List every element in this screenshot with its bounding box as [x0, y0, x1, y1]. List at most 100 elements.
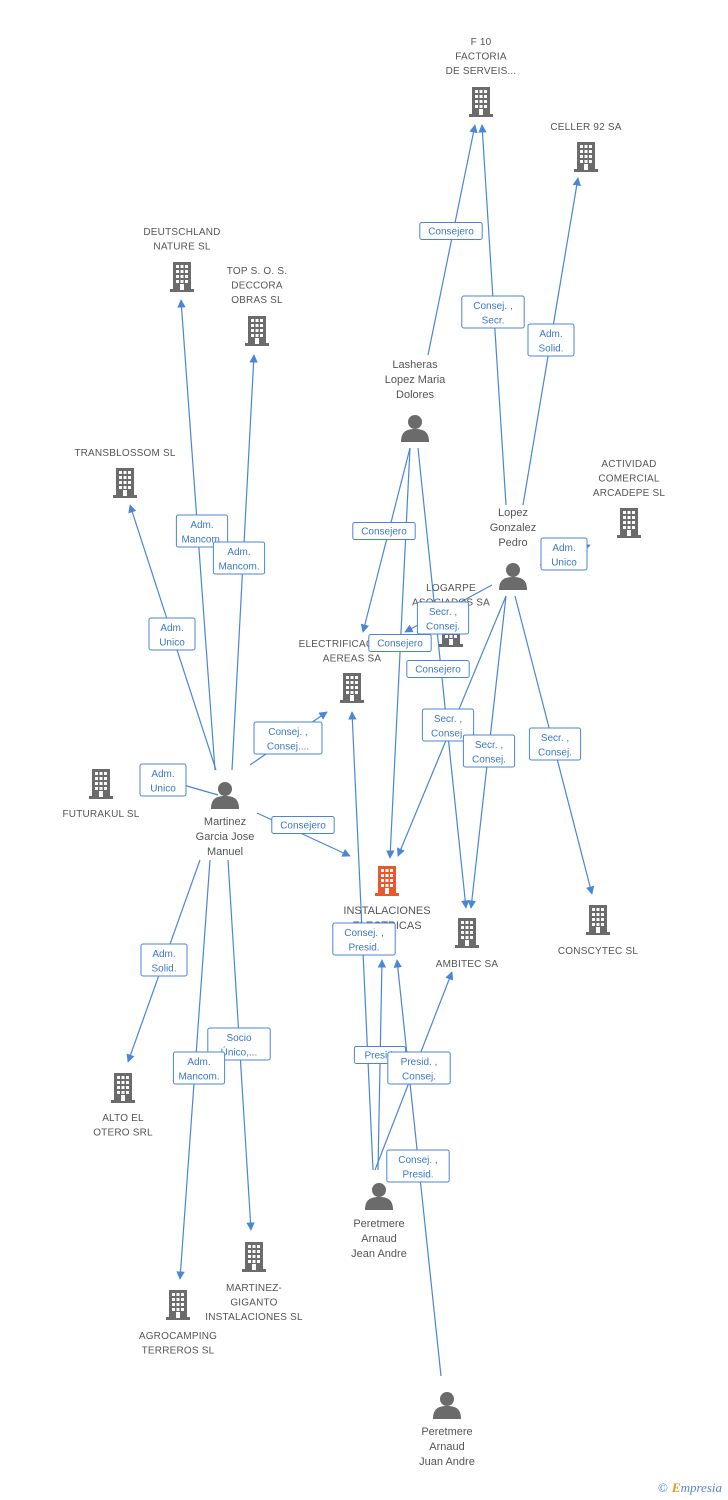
building-icon	[242, 1242, 266, 1272]
edge-label-box	[332, 922, 396, 956]
building-icon	[245, 316, 269, 346]
node-label: Lasheras	[392, 359, 438, 371]
node-label: Juan Andre	[419, 1456, 475, 1468]
node-label: NATURE SL	[153, 242, 210, 253]
node-label: Lopez Maria	[385, 374, 446, 386]
edge-label-e6[interactable]: Consejero	[352, 522, 416, 540]
edge-label-text: Consej.	[472, 755, 506, 766]
building-icon	[170, 262, 194, 292]
edge-label-e9[interactable]: Secr. ,Consej.	[416, 601, 470, 635]
edge-label-e24[interactable]: Consej. ,Presid.	[386, 1149, 450, 1183]
edge-label-e23[interactable]: Presid. , Consej.	[387, 1051, 451, 1085]
company-node-futurakul[interactable]: FUTURAKUL SL	[62, 769, 140, 820]
edge-label-text: Presid. ,	[401, 1057, 438, 1068]
company-node-transblossom[interactable]: TRANSBLOSSOM SL	[74, 448, 176, 498]
node-label: Martinez	[204, 816, 246, 828]
node-label: OTERO SRL	[93, 1128, 153, 1139]
edge-label-text: Solid.	[151, 964, 176, 975]
edge-label-text: Consejero	[280, 821, 326, 832]
edge-label-text: Consej.	[402, 1072, 436, 1083]
node-label: Peretmere	[353, 1218, 404, 1230]
edge-label-text: Adm.	[160, 623, 183, 634]
edge-label-e13[interactable]: Secr. ,Consej.	[421, 708, 475, 742]
company-node-conscytec[interactable]: CONSCYTEC SL	[558, 905, 638, 957]
edge-label-e4[interactable]: Adm.Mancom.	[175, 514, 229, 548]
node-label: DECCORA	[231, 281, 283, 292]
edge-label-text: Presid.	[348, 943, 379, 954]
edge-label-e16[interactable]: Adm.Unico	[139, 763, 187, 797]
company-node-celler[interactable]: CELLER 92 SA	[550, 122, 622, 172]
edge-label-e18[interactable]: Consej. ,Presid.	[332, 922, 396, 956]
edge-label-box	[419, 222, 483, 240]
edge-label-text: Consej. ,	[473, 301, 512, 312]
node-label: MARTINEZ-	[226, 1283, 282, 1294]
edge-label-e1[interactable]: Consejero	[419, 222, 483, 240]
company-node-ambitec[interactable]: AMBITEC SA	[436, 918, 499, 970]
building-icon	[469, 87, 493, 117]
edge-label-e19[interactable]: Adm.Solid.	[140, 943, 188, 977]
edge-label-e5[interactable]: Adm.Mancom.	[212, 541, 266, 575]
edge-label-box	[386, 1149, 450, 1183]
node-label: Arnaud	[361, 1233, 396, 1245]
edge-label-e3[interactable]: Adm.Solid.	[527, 323, 575, 357]
building-icon	[166, 1290, 190, 1320]
edge-label-box	[368, 634, 432, 652]
edge-label-box	[175, 514, 229, 548]
edge-label-e7[interactable]: Adm.Unico	[148, 617, 196, 651]
edge-label-e11[interactable]: Consejero	[406, 660, 470, 678]
company-node-instalaciones[interactable]: INSTALACIONESELECTRICAS	[343, 866, 431, 932]
node-label: CONSCYTEC SL	[558, 946, 638, 957]
edge-label-text: Consej.	[426, 622, 460, 633]
edge-label-box	[271, 816, 335, 834]
person-icon	[401, 415, 429, 442]
node-label: ALTO EL	[102, 1113, 144, 1124]
person-icon	[433, 1392, 461, 1419]
node-label: LOGARPE	[426, 583, 476, 594]
edge-label-text: Adm.	[151, 769, 174, 780]
copyright-symbol: ©	[658, 1480, 668, 1495]
building-icon	[375, 866, 399, 896]
company-node-alto[interactable]: ALTO EL OTERO SRL	[93, 1073, 153, 1139]
edge-label-e8[interactable]: Adm. Unico	[540, 537, 588, 571]
edge-label-text: Unico	[551, 558, 577, 569]
edge-label-e14[interactable]: Secr. ,Consej.	[462, 734, 516, 768]
edge-label-box	[406, 660, 470, 678]
person-icon	[365, 1183, 393, 1210]
edge-label-e10[interactable]: Consejero	[368, 634, 432, 652]
building-icon	[113, 468, 137, 498]
node-label: TOP S. O. S.	[227, 266, 287, 277]
edge-label-e21[interactable]: Adm.Mancom.	[172, 1051, 226, 1085]
company-node-deutschland[interactable]: DEUTSCHLAND NATURE SL	[143, 227, 220, 292]
edge-label-e12[interactable]: Consej. ,Consej....	[253, 721, 323, 755]
edge-label-e17[interactable]: Consejero	[271, 816, 335, 834]
edge-label-e2[interactable]: Consej. ,Secr.	[461, 295, 525, 329]
edge-label-box	[352, 522, 416, 540]
edge-label-e15[interactable]: Secr. ,Consej.	[528, 727, 582, 761]
edge-label-text: Secr. ,	[434, 714, 462, 725]
edge-label-text: Adm.	[552, 543, 575, 554]
edge-label-box	[527, 323, 575, 357]
edge-label-text: Secr. ,	[541, 733, 569, 744]
edge-label-text: Socio	[226, 1033, 251, 1044]
edge-label-text: Mancom.	[218, 562, 259, 573]
building-icon	[89, 769, 113, 799]
node-label: DEUTSCHLAND	[143, 227, 220, 238]
empresia-brand[interactable]: ©Empresia	[658, 1480, 722, 1496]
relation-edge	[377, 959, 387, 1171]
node-label: Gonzalez	[490, 522, 536, 534]
edge-label-text: Adm.	[539, 329, 562, 340]
edge-label-text: Adm.	[187, 1057, 210, 1068]
edge-label-text: Consej....	[267, 742, 309, 753]
node-label: DE SERVEIS...	[446, 66, 517, 77]
